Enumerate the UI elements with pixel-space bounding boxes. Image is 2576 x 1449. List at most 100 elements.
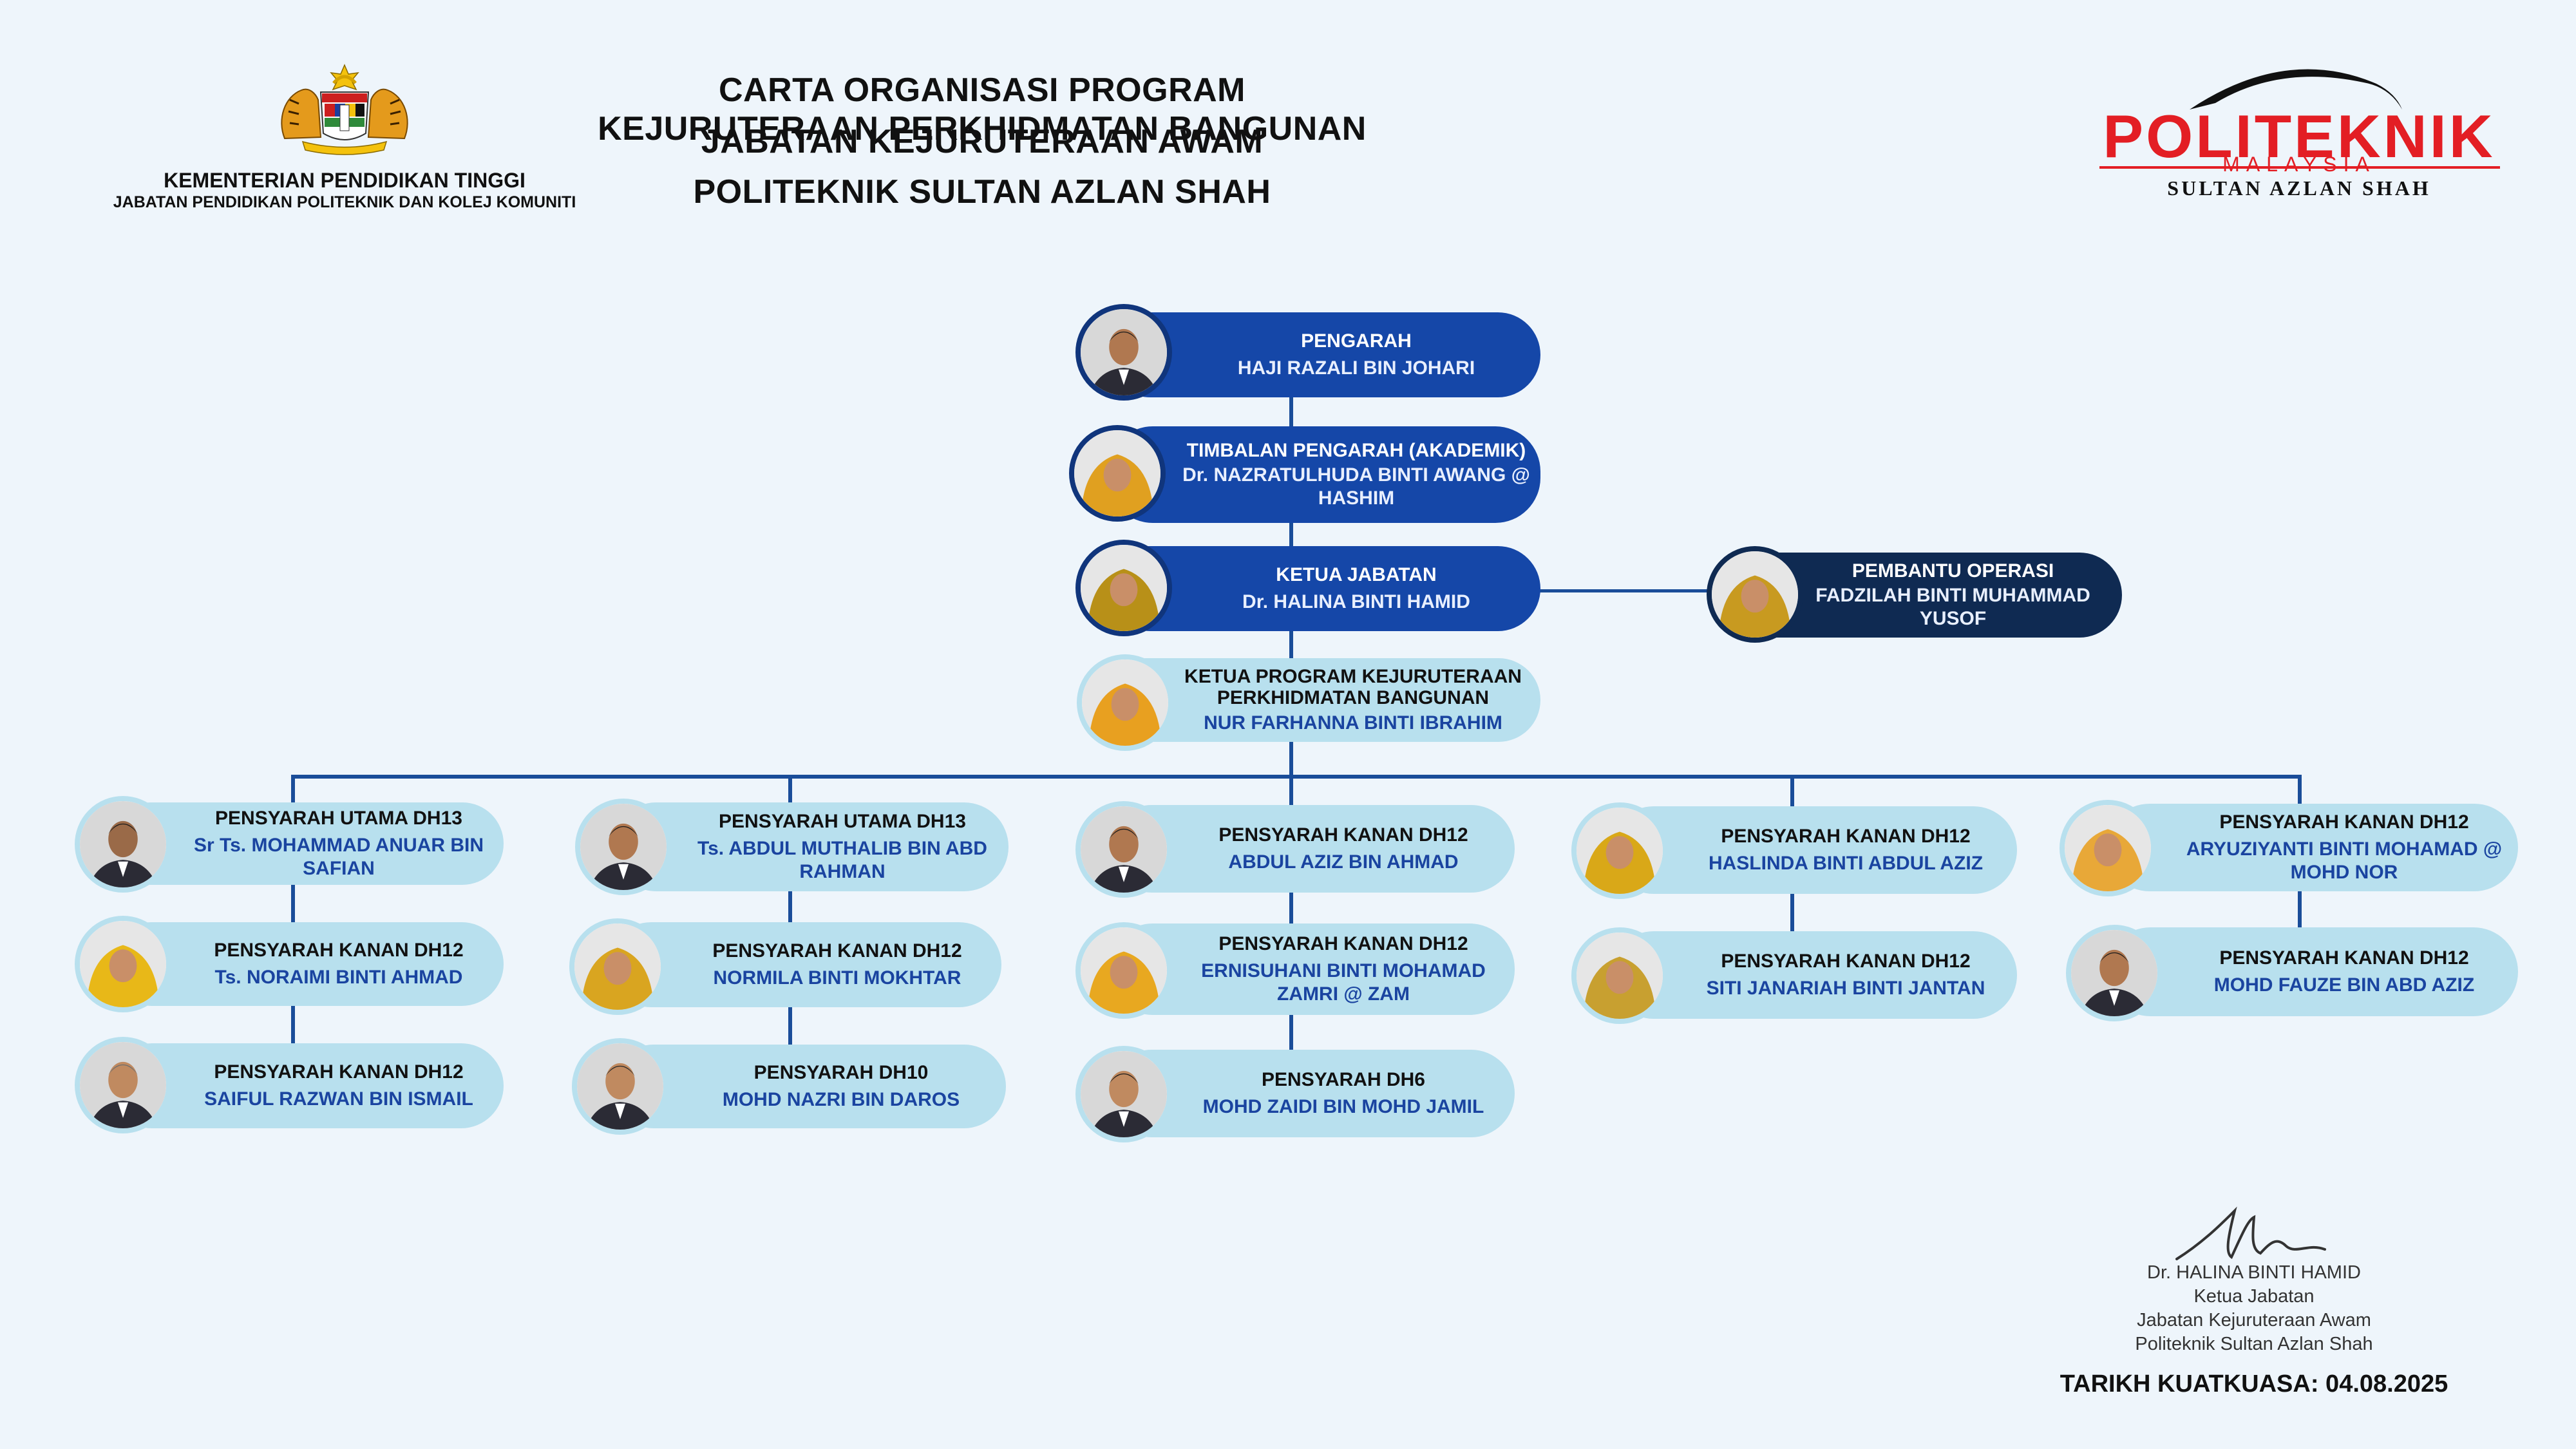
person-name: SAIFUL RAZWAN BIN ISMAIL bbox=[204, 1088, 473, 1110]
staff-card: PENSYARAH KANAN DH12 HASLINDA BINTI ABDU… bbox=[1610, 806, 2017, 894]
avatar-icon bbox=[80, 1042, 166, 1128]
malaysia-coat-of-arms-icon bbox=[281, 64, 408, 155]
assistant-connector bbox=[1539, 589, 1719, 592]
staff-card: PENSYARAH DH10 MOHD NAZRI BIN DAROS bbox=[612, 1045, 1006, 1128]
staff-card: PENSYARAH KANAN DH12 ABDUL AZIZ BIN AHMA… bbox=[1108, 805, 1515, 893]
avatar-icon bbox=[1081, 1051, 1167, 1137]
chart-title-line-1: CARTA ORGANISASI PROGRAM KEJURUTERAAN PE… bbox=[598, 71, 1367, 147]
avatar-icon bbox=[2071, 930, 2157, 1016]
avatar-icon bbox=[80, 921, 166, 1007]
staff-avatar bbox=[572, 1038, 668, 1135]
branch-bar bbox=[291, 775, 2302, 779]
role-label: PENSYARAH KANAN DH12 bbox=[1218, 824, 1468, 846]
signatory-title: Ketua Jabatan bbox=[2193, 1286, 2315, 1307]
handwritten-signature-icon bbox=[2175, 1206, 2326, 1260]
avatar-icon bbox=[577, 1043, 663, 1130]
staff-avatar bbox=[1075, 801, 1172, 898]
signature-mark bbox=[2164, 1198, 2357, 1275]
staff-card: PENSYARAH KANAN DH12 Ts. NORAIMI BINTI A… bbox=[109, 922, 504, 1006]
avatar-icon bbox=[1081, 927, 1167, 1014]
brand-underline bbox=[2099, 166, 2500, 169]
ministry-logo bbox=[270, 61, 419, 158]
avatar-icon bbox=[1074, 430, 1160, 516]
avatar-icon bbox=[1081, 545, 1167, 631]
role-label: PENSYARAH UTAMA DH13 bbox=[215, 807, 462, 829]
person-name: HASLINDA BINTI ABDUL AZIZ bbox=[1708, 853, 1984, 875]
effective-date: TARIKH KUATKUASA: 04.08.2025 bbox=[2060, 1370, 2448, 1397]
person-name: Ts. NORAIMI BINTI AHMAD bbox=[214, 967, 463, 989]
staff-avatar bbox=[75, 1037, 171, 1133]
avatar-icon bbox=[1081, 806, 1167, 893]
chart-title-line-3: POLITEKNIK SULTAN AZLAN SHAH bbox=[693, 173, 1271, 211]
role-label: PENSYARAH KANAN DH12 bbox=[214, 1061, 464, 1083]
person-name: Dr. HALINA BINTI HAMID bbox=[1242, 591, 1470, 613]
staff-avatar bbox=[569, 918, 666, 1015]
avatar-icon bbox=[80, 801, 166, 887]
person-name: NUR FARHANNA BINTI IBRAHIM bbox=[1204, 712, 1502, 734]
politeknik-logo: POLITEKNIK MALAYSIA SULTAN AZLAN SHAH bbox=[2093, 52, 2505, 206]
avatar-icon bbox=[580, 804, 667, 890]
staff-card: PENSYARAH KANAN DH12 ERNISUHANI BINTI MO… bbox=[1108, 923, 1515, 1015]
staff-avatar bbox=[2066, 925, 2163, 1021]
brand-country: MALAYSIA bbox=[2222, 153, 2376, 176]
role-label: PENSYARAH UTAMA DH13 bbox=[719, 810, 966, 832]
staff-avatar bbox=[575, 799, 672, 895]
staff-card: PENSYARAH KANAN DH12 ARYUZIYANTI BINTI M… bbox=[2106, 804, 2518, 891]
department-head-avatar bbox=[1075, 540, 1172, 636]
brand-word: POLITEKNIK bbox=[2103, 102, 2496, 170]
role-label: PENSYARAH DH10 bbox=[753, 1061, 929, 1083]
avatar-icon bbox=[1712, 551, 1798, 638]
ministry-name: KEMENTERIAN PENDIDIKAN TINGGI bbox=[164, 169, 526, 192]
staff-avatar bbox=[75, 916, 171, 1012]
signatory-department: Jabatan Kejuruteraan Awam bbox=[2137, 1310, 2371, 1331]
staff-avatar bbox=[1075, 1046, 1172, 1142]
staff-card: PENSYARAH UTAMA DH13 Ts. ABDUL MUTHALIB … bbox=[612, 802, 1009, 891]
role-label: PENSYARAH KANAN DH12 bbox=[1721, 950, 1971, 972]
staff-card: PENSYARAH KANAN DH12 SITI JANARIAH BINTI… bbox=[1610, 931, 2017, 1019]
person-name: HAJI RAZALI BIN JOHARI bbox=[1237, 357, 1475, 379]
department-head-card: KETUA JABATAN Dr. HALINA BINTI HAMID bbox=[1108, 546, 1540, 631]
staff-avatar bbox=[1075, 922, 1172, 1019]
person-name: ERNISUHANI BINTI MOHAMAD ZAMRI @ ZAM bbox=[1201, 960, 1486, 1005]
avatar-icon bbox=[1082, 659, 1168, 746]
chart-title-line-2: JABATAN KEJURUTERAAN AWAM bbox=[701, 123, 1264, 160]
role-label: KETUA PROGRAM KEJURUTERAAN PERKHIDMATAN … bbox=[1184, 665, 1522, 709]
person-name: Sr Ts. MOHAMMAD ANUAR BIN SAFIAN bbox=[194, 835, 484, 879]
person-name: Dr. NAZRATULHUDA BINTI AWANG @ HASHIM bbox=[1182, 464, 1530, 509]
person-name: MOHD ZAIDI BIN MOHD JAMIL bbox=[1202, 1096, 1484, 1118]
avatar-icon bbox=[574, 923, 661, 1010]
politeknik-swoosh-icon bbox=[2190, 69, 2402, 109]
role-label: PENSYARAH KANAN DH12 bbox=[2219, 947, 2469, 969]
assistant-avatar bbox=[1707, 546, 1803, 643]
deputy-director-avatar bbox=[1069, 425, 1166, 522]
role-label: PENSYARAH KANAN DH12 bbox=[712, 940, 962, 961]
role-label: PEMBANTU OPERASI bbox=[1852, 560, 2054, 582]
role-label: PENSYARAH DH6 bbox=[1262, 1068, 1425, 1090]
staff-avatar bbox=[75, 796, 171, 893]
staff-card: PENSYARAH UTAMA DH13 Sr Ts. MOHAMMAD ANU… bbox=[109, 802, 504, 885]
person-name: MOHD FAUZE BIN ABD AZIZ bbox=[2213, 974, 2475, 996]
person-name: ABDUL AZIZ BIN AHMAD bbox=[1228, 851, 1459, 873]
person-name: SITI JANARIAH BINTI JANTAN bbox=[1706, 978, 1985, 999]
staff-card: PENSYARAH KANAN DH12 SAIFUL RAZWAN BIN I… bbox=[109, 1043, 504, 1128]
department-name: JABATAN PENDIDIKAN POLITEKNIK DAN KOLEJ … bbox=[113, 193, 576, 211]
avatar-icon bbox=[1081, 309, 1167, 395]
role-label: PENSYARAH KANAN DH12 bbox=[2219, 811, 2469, 833]
program-head-card: KETUA PROGRAM KEJURUTERAAN PERKHIDMATAN … bbox=[1104, 658, 1540, 742]
staff-avatar bbox=[2060, 800, 2156, 896]
deputy-director-card: TIMBALAN PENGARAH (AKADEMIK) Dr. NAZRATU… bbox=[1108, 426, 1540, 523]
role-label: PENSYARAH KANAN DH12 bbox=[1721, 825, 1971, 847]
staff-card: PENSYARAH KANAN DH12 NORMILA BINTI MOKHT… bbox=[609, 922, 1001, 1007]
person-name: MOHD NAZRI BIN DAROS bbox=[722, 1089, 960, 1111]
signatory-name: Dr. HALINA BINTI HAMID bbox=[2147, 1262, 2361, 1283]
role-label: TIMBALAN PENGARAH (AKADEMIK) bbox=[1186, 439, 1526, 461]
staff-card: PENSYARAH DH6 MOHD ZAIDI BIN MOHD JAMIL bbox=[1108, 1050, 1515, 1137]
avatar-icon bbox=[1577, 808, 1663, 894]
staff-card: PENSYARAH KANAN DH12 MOHD FAUZE BIN ABD … bbox=[2106, 927, 2518, 1016]
person-name: FADZILAH BINTI MUHAMMAD YUSOF bbox=[1815, 585, 2090, 629]
role-label: PENGARAH bbox=[1301, 330, 1412, 352]
director-avatar bbox=[1075, 304, 1172, 401]
person-name: NORMILA BINTI MOKHTAR bbox=[713, 967, 961, 989]
brand-campus: SULTAN AZLAN SHAH bbox=[2167, 176, 2431, 200]
person-name: ARYUZIYANTI BINTI MOHAMAD @ MOHD NOR bbox=[2186, 838, 2503, 883]
